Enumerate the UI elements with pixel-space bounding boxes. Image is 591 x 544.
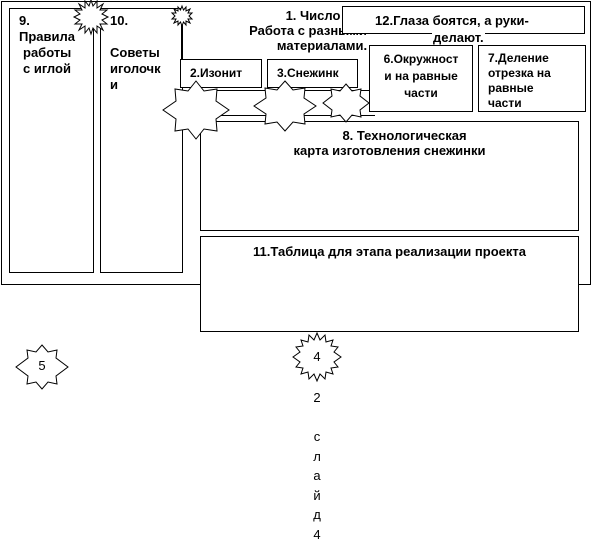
block-1-line-2: материалами.	[238, 38, 378, 53]
block-6-line-1: и на равные	[370, 68, 472, 85]
block-7-line-3: части	[488, 96, 551, 111]
star-8point-large-icon	[163, 81, 229, 139]
vertical-char-0: 2	[306, 388, 328, 408]
block-11-text: 11.Таблица для этапа реализации проекта	[201, 244, 578, 259]
star-8point-small-icon	[323, 84, 369, 122]
block-11-table[interactable]: 11.Таблица для этапа реализации проекта	[200, 236, 579, 332]
block-6-line-2: части	[370, 85, 472, 102]
starburst-tiny-icon	[172, 6, 192, 26]
vertical-char-4: а	[306, 466, 328, 486]
vertical-char-1	[306, 408, 328, 428]
block-6-line-0: 6.Окружност	[370, 51, 472, 68]
vertical-char-5: й	[306, 486, 328, 506]
vertical-char-3: л	[306, 447, 328, 467]
block-10-line-1	[110, 29, 161, 45]
vertical-slide-label: 2 с л а й д 4	[306, 388, 328, 544]
block-10-line-0: 10.	[110, 13, 161, 29]
block-9-line-3: с иглой	[19, 61, 75, 77]
block-8-tech-card[interactable]: 8. Технологическая карта изготовления сн…	[200, 121, 579, 231]
vertical-char-6: д	[306, 505, 328, 525]
badge-four-label: 4	[305, 349, 329, 364]
block-7-segment-division[interactable]: 7.Деление отрезка на равные части	[478, 45, 586, 112]
block-9-line-0: 9.	[19, 13, 75, 29]
vertical-char-7: 4	[306, 525, 328, 544]
block-7-line-2: равные	[488, 81, 551, 96]
block-2-text: 2.Изонит	[190, 66, 242, 80]
block-9-line-2: работы	[19, 45, 75, 61]
block-8-line-1: карта изготовления снежинки	[201, 143, 578, 158]
block-12-text: 12.Глаза боятся, а руки-	[375, 13, 529, 28]
star-8point-medium-icon	[254, 81, 316, 131]
block-7-line-1: отрезка на	[488, 66, 551, 81]
block-3-text: 3.Снежинк	[277, 66, 339, 80]
block-10-line-3: иголочк	[110, 61, 161, 77]
vertical-char-2: с	[306, 427, 328, 447]
block-12-text-2: делают.	[432, 30, 485, 45]
block-10-line-2: Советы	[110, 45, 161, 61]
block-10-needle-tips[interactable]: 10. Советы иголочк и	[100, 8, 183, 273]
badge-five-label: 5	[30, 358, 54, 373]
block-9-line-1: Правила	[19, 29, 75, 45]
block-6-circle-division[interactable]: 6.Окружност и на равные части	[369, 45, 473, 112]
starburst-small-top-icon	[74, 0, 108, 34]
block-7-line-0: 7.Деление	[488, 51, 551, 66]
block-9-needle-rules[interactable]: 9. Правила работы с иглой	[9, 8, 94, 273]
block-10-line-4: и	[110, 77, 161, 93]
